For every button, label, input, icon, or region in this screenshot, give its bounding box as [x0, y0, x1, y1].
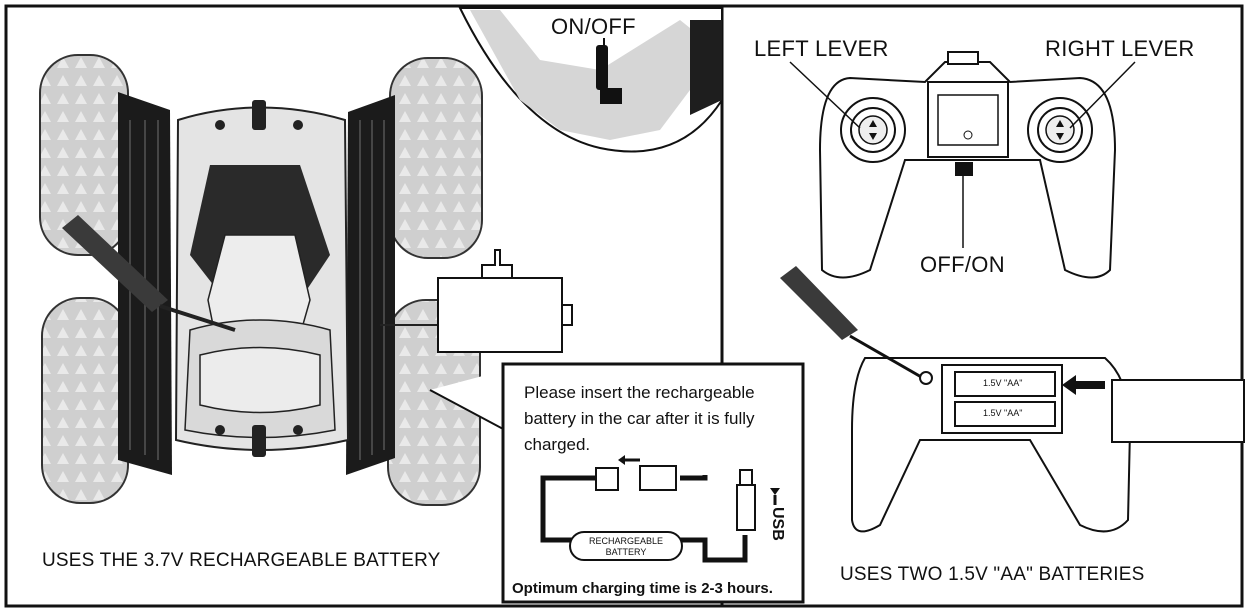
note-line-3: charged. — [524, 435, 591, 454]
left-lever-leader — [789, 61, 861, 129]
battery-door — [1111, 379, 1245, 443]
left-lever-label: LEFT LEVER — [754, 36, 889, 61]
screwdriver-remote — [780, 266, 858, 340]
right-lever-leader — [1069, 61, 1136, 129]
left-caption: USES THE 3.7V RECHARGEABLE BATTERY — [42, 550, 441, 571]
right-lever-label: RIGHT LEVER — [1045, 36, 1195, 61]
note-line-1: Please insert the rechargeable — [524, 383, 755, 402]
battery-slot-2-label: 1.5V "AA" — [983, 408, 1023, 418]
right-caption: USES TWO 1.5V "AA" BATTERIES — [840, 564, 1145, 585]
wheel-front-right — [389, 57, 483, 259]
wheel-rear-left — [41, 297, 129, 504]
battery-label-line-1: RECHARGEABLE — [588, 536, 664, 546]
usb-label: USB — [769, 507, 786, 541]
on-off-label: ON/OFF — [551, 14, 636, 39]
remote-bottom — [780, 266, 1245, 533]
bottom-antenna — [252, 425, 266, 457]
right-rail — [346, 95, 395, 475]
right-panel-frame — [720, 4, 1244, 608]
battery-slot-1-label: 1.5V "AA" — [983, 378, 1023, 388]
on-off-inset — [458, 7, 723, 153]
charging-time-note: Optimum charging time is 2-3 hours. — [512, 580, 773, 597]
charging-callout — [429, 362, 805, 604]
car-illustration — [39, 54, 573, 506]
note-line-2: battery in the car after it is fully — [524, 409, 755, 428]
battery-pack — [437, 249, 573, 353]
off-on-label: OFF/ON — [920, 252, 1005, 277]
battery-label-line-2: BATTERY — [605, 547, 647, 557]
screwdriver-car — [62, 215, 236, 332]
remote-top — [789, 51, 1136, 279]
top-antenna — [252, 100, 266, 130]
